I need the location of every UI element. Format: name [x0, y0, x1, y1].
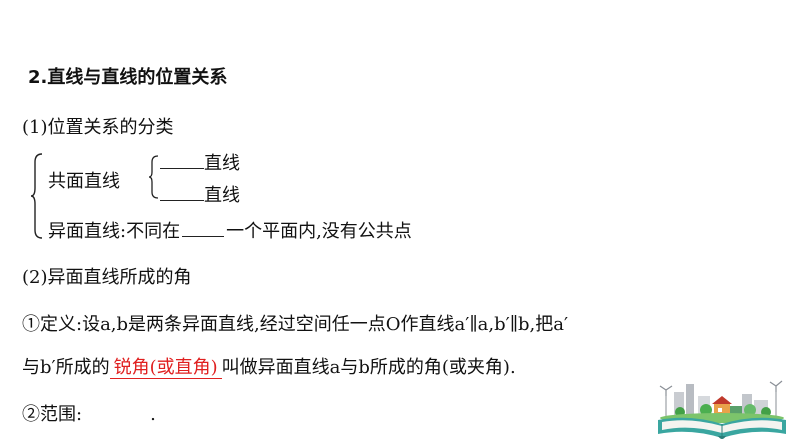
coplanar-label: 共面直线	[48, 171, 120, 192]
coplanar-item-2: 直线	[160, 184, 240, 208]
open-book-city-illustration-icon	[658, 380, 786, 439]
definition-answer: 锐角(或直角)	[109, 357, 222, 379]
subheading-angle: (2)异面直线所成的角	[22, 267, 192, 288]
coplanar-item-1: 直线	[160, 152, 240, 176]
definition-prefix: 与b′所成的	[22, 357, 110, 378]
definition-line-1: ①定义:设a,b是两条异面直线,经过空间任一点O作直线a′∥a,b′∥b,把a′	[22, 314, 569, 335]
range-end: .	[150, 404, 156, 425]
inner-brace-icon	[148, 155, 159, 199]
outer-brace-icon	[30, 153, 43, 239]
blank-1[interactable]	[160, 152, 204, 169]
subheading-classification: (1)位置关系的分类	[22, 117, 174, 138]
section-title: 2.直线与直线的位置关系	[28, 67, 228, 88]
coplanar-item-1-label: 直线	[204, 153, 240, 174]
definition-line-2: 与b′所成的锐角(或直角)叫做异面直线a与b所成的角(或夹角).	[22, 356, 516, 380]
blank-3[interactable]	[182, 220, 225, 237]
definition-suffix: 叫做异面直线a与b所成的角(或夹角).	[221, 357, 516, 378]
skew-line-definition: 异面直线:不同在 一个平面内,没有公共点	[48, 220, 412, 244]
coplanar-item-2-label: 直线	[204, 185, 240, 206]
range-line: ②范围:.	[22, 403, 156, 427]
skew-label: 异面直线:不同在	[48, 221, 181, 242]
skew-suffix: 一个平面内,没有公共点	[226, 221, 412, 242]
blank-2[interactable]	[160, 184, 204, 201]
range-label: ②范围:	[22, 404, 83, 425]
